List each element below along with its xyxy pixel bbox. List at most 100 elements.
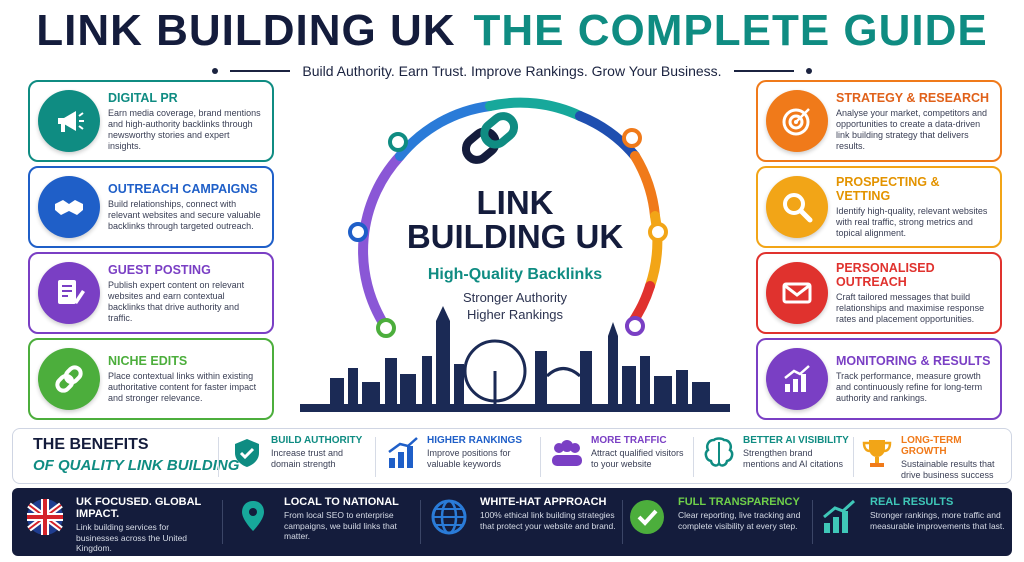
- card-description: Earn media coverage, brand mentions and …: [108, 107, 261, 151]
- footer-title: WHITE-HAT APPROACH: [480, 496, 607, 508]
- benefit-title: BETTER AI VISIBILITY: [743, 435, 849, 446]
- card-digital-pr: DIGITAL PR Earn media coverage, brand me…: [28, 80, 274, 162]
- footer-uk-focused: UK FOCUSED. GLOBAL IMPACT.Link building …: [24, 496, 210, 553]
- ring-node: [648, 222, 668, 242]
- card-title: PERSONALISED OUTREACH: [836, 261, 935, 289]
- map-pin-icon: [232, 496, 274, 538]
- card-monitoring-results: MONITORING & RESULTS Track performance, …: [756, 338, 1002, 420]
- trophy-icon: [859, 435, 895, 471]
- center-point-1: Stronger Authority: [462, 290, 568, 305]
- footer-real-results: REAL RESULTS Stronger rankings, more traf…: [818, 496, 1008, 548]
- title-part1: LINK BUILDING UK: [36, 6, 456, 55]
- divider-dot: [805, 68, 812, 74]
- divider-line: [733, 70, 794, 72]
- footer-description: 100% ethical link building strategies th…: [480, 510, 616, 531]
- ring-node: [376, 318, 396, 338]
- bar-chart-icon: [385, 435, 421, 471]
- card-description: Identify high-quality, relevant websites…: [836, 206, 988, 238]
- card-guest-posting: GUEST POSTING Publish expert content on …: [28, 252, 274, 334]
- divider: [622, 500, 623, 544]
- divider: [853, 437, 854, 477]
- globe-icon: [428, 496, 470, 538]
- document-pen-icon: [38, 262, 100, 324]
- card-description: Craft tailored messages that build relat…: [836, 292, 985, 324]
- benefit-description: Increase trust and domain strength: [271, 448, 344, 469]
- title-part2: THE COMPLETE GUIDE: [473, 6, 988, 55]
- ring-segment-yellow: [645, 211, 663, 291]
- benefit-description: Attract qualified visitors to your websi…: [591, 448, 684, 469]
- envelope-icon: [766, 262, 828, 324]
- divider-dot: [212, 68, 219, 74]
- london-skyline-icon: [300, 306, 730, 412]
- footer-title: LOCAL TO NATIONAL: [284, 496, 399, 508]
- card-prospecting-vetting: PROSPECTING & VETTING Identify high-qual…: [756, 166, 1002, 248]
- target-icon: [766, 90, 828, 152]
- footer-title: UK FOCUSED. GLOBAL IMPACT.: [76, 496, 202, 520]
- ring-node: [622, 128, 642, 148]
- megaphone-icon: [38, 90, 100, 152]
- card-title: GUEST POSTING: [108, 262, 211, 277]
- ring-node: [348, 222, 368, 242]
- card-description: Place contextual links within existing a…: [108, 371, 257, 403]
- benefits-strip: THE BENEFITS OF QUALITY LINK BUILDING BU…: [12, 428, 1012, 484]
- tagline-row: Build Authority. Earn Trust. Improve Ran…: [0, 63, 1024, 79]
- benefit-higher-rankings: HIGHER RANKINGS Improve positions for val…: [385, 435, 535, 479]
- divider: [218, 437, 219, 477]
- ring-segment-blue: [395, 101, 495, 161]
- benefit-better-ai-visibility: BETTER AI VISIBILITY Strengthen brand men…: [701, 435, 851, 479]
- benefit-title: LONG-TERM GROWTH: [901, 435, 962, 457]
- benefit-title: MORE TRAFFIC: [591, 435, 667, 446]
- footer-description: Link building services for businesses ac…: [76, 522, 188, 553]
- divider: [812, 500, 813, 544]
- divider: [693, 437, 694, 477]
- chain-link-icon: [461, 112, 519, 164]
- divider-line: [230, 70, 291, 72]
- card-description: Analyse your market, competitors and opp…: [836, 107, 988, 151]
- footer-title: REAL RESULTS: [870, 496, 954, 508]
- results-chart-icon: [818, 496, 860, 538]
- footer-full-transparency: FULL TRANSPARENCY Clear reporting, live t…: [626, 496, 812, 548]
- card-title: PROSPECTING & VETTING: [836, 175, 940, 203]
- ring-node: [388, 132, 408, 152]
- divider: [540, 437, 541, 477]
- footer-description: From local SEO to enterprise campaigns, …: [284, 510, 397, 541]
- center-subtitle-block: High-Quality Backlinks Stronger Authorit…: [390, 266, 640, 322]
- ring-node: [625, 316, 645, 336]
- divider: [375, 437, 376, 477]
- tagline: Build Authority. Earn Trust. Improve Ran…: [302, 63, 722, 79]
- header: LINK BUILDING UK THE COMPLETE GUIDE Build…: [0, 0, 1024, 88]
- magnifier-icon: [766, 176, 828, 238]
- benefit-build-authority: BUILD AUTHORITY Increase trust and domain…: [229, 435, 369, 479]
- footer-description: Clear reporting, live tracking and compl…: [678, 510, 801, 531]
- card-title: NICHE EDITS: [108, 354, 188, 368]
- card-niche-edits: NICHE EDITS Place contextual links withi…: [28, 338, 274, 420]
- handshake-icon: [38, 176, 100, 238]
- growth-chart-icon: [766, 348, 828, 410]
- brain-icon: [701, 435, 737, 471]
- center-point-2: Higher Rankings: [466, 307, 564, 322]
- card-description: Publish expert content on relevant websi…: [108, 279, 245, 323]
- benefits-subtitle: OF QUALITY LINK BUILDING: [33, 457, 240, 474]
- divider: [222, 500, 223, 544]
- benefits-title: THE BENEFITS: [33, 436, 149, 453]
- benefit-title: HIGHER RANKINGS: [427, 435, 523, 446]
- checkmark-icon: [626, 496, 668, 538]
- footer-strip: UK FOCUSED. GLOBAL IMPACT.Link building …: [12, 488, 1012, 556]
- center-title-line2: BUILDING UK: [406, 218, 624, 255]
- card-description: Track performance, measure growth and co…: [836, 371, 983, 403]
- benefit-description: Improve positions for valuable keywords: [427, 448, 511, 469]
- benefit-description: Strengthen brand mentions and AI citatio…: [743, 448, 844, 469]
- card-title: OUTREACH CAMPAIGNS: [108, 182, 258, 196]
- ring-segment-teal: [485, 97, 585, 121]
- card-strategy-research: STRATEGY & RESEARCH Analyse your market,…: [756, 80, 1002, 162]
- card-title: STRATEGY & RESEARCH: [836, 90, 990, 105]
- card-title: DIGITAL PR: [108, 90, 178, 105]
- page-title: LINK BUILDING UK THE COMPLETE GUIDE: [0, 6, 1024, 56]
- footer-title: FULL TRANSPARENCY: [678, 496, 800, 508]
- footer-white-hat-approach: WHITE-HAT APPROACH 100% ethical link buil…: [428, 496, 620, 548]
- benefit-title: BUILD AUTHORITY: [271, 435, 363, 446]
- uk-flag-icon: [24, 496, 66, 538]
- footer-description: Stronger rankings, more traffic and meas…: [870, 510, 1005, 531]
- benefit-more-traffic: MORE TRAFFIC Attract qualified visitors t…: [549, 435, 689, 479]
